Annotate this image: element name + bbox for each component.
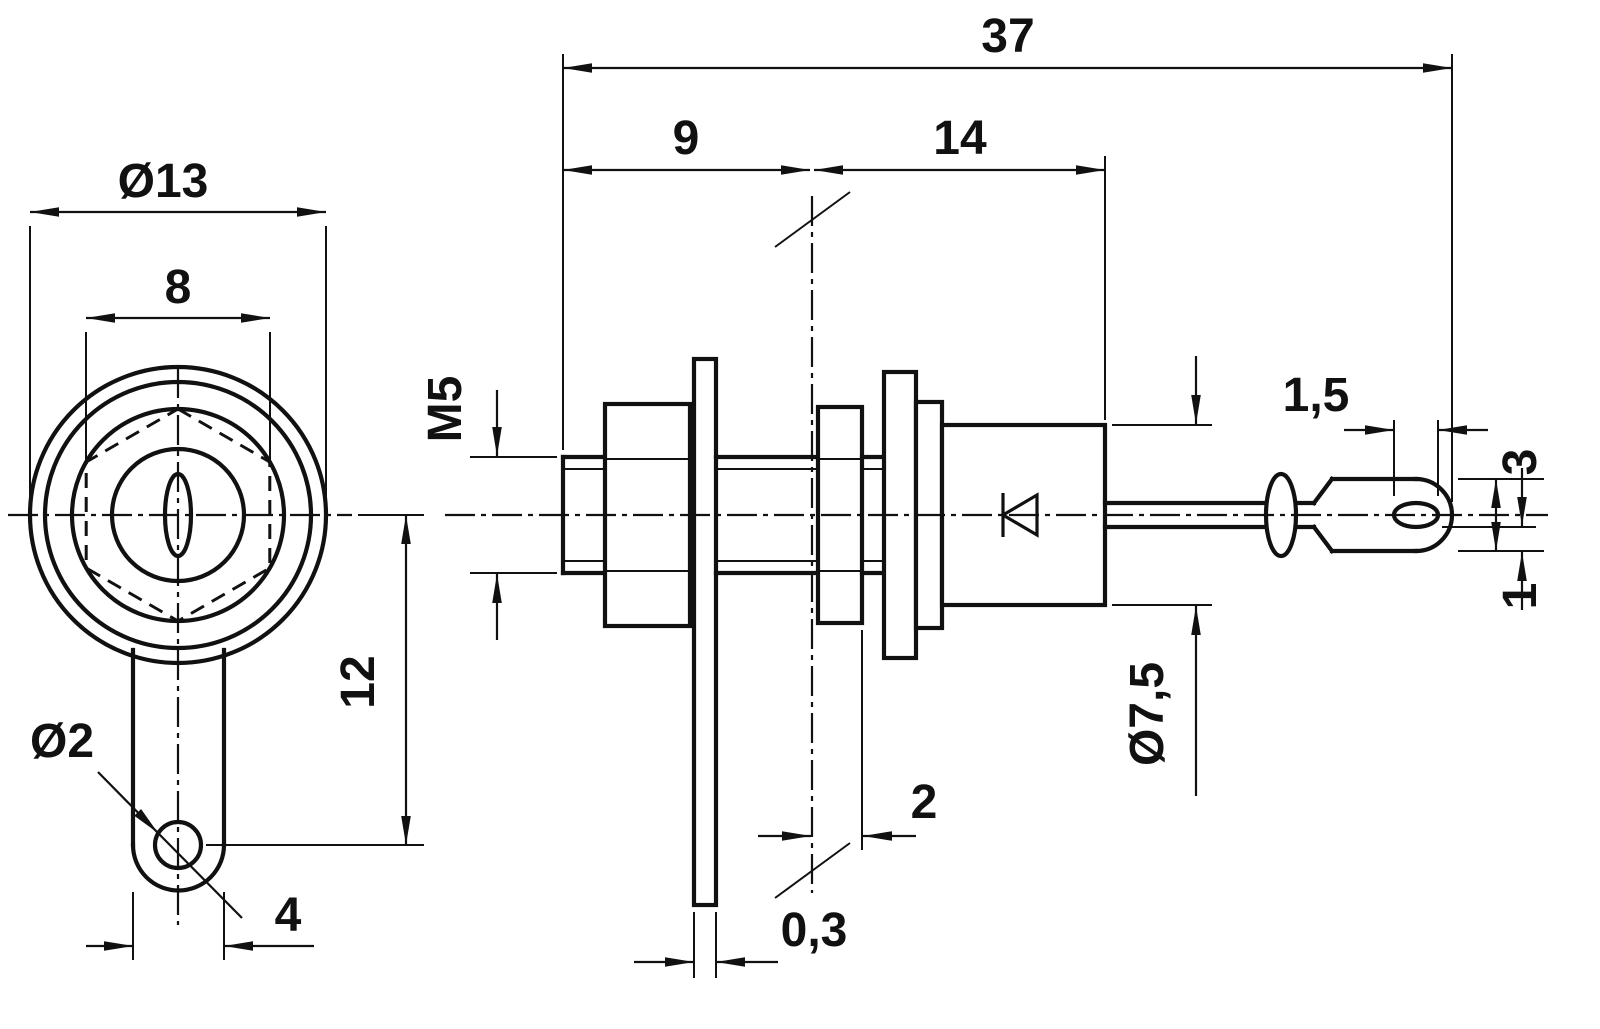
dim-label-terminal-width: 3: [1494, 449, 1547, 476]
dim-label-thread: M5: [419, 376, 472, 443]
solder-tag-plate: [691, 356, 719, 908]
thread-right: [859, 454, 887, 576]
dim-label-body-diameter: Ø7,5: [1121, 662, 1174, 766]
dimension-nut-offset: 2: [758, 630, 937, 850]
dimension-hole-diameter: Ø2: [30, 715, 243, 919]
dimension-hole-length: 1,5: [1283, 369, 1488, 496]
dim-label-lug-width: 4: [275, 889, 302, 942]
dimension-flange-diameter: Ø13: [29, 155, 327, 500]
dimension-lug-width: 4: [86, 889, 314, 960]
dim-label-lug-length: 12: [332, 655, 385, 708]
dim-label-tag-thickness: 0,3: [781, 904, 848, 957]
dim-label-hex-width: 8: [165, 261, 192, 314]
dimension-terminal-width: 3: [1458, 449, 1547, 552]
dimension-thread: M5: [419, 376, 557, 640]
dim-label-terminal-rim: 1: [1494, 583, 1547, 610]
dimension-front-length: 9: [563, 112, 810, 175]
side-view: 37 9 14 M5 Ø7,5: [419, 10, 1548, 978]
dimension-body-length: 14: [814, 112, 1106, 420]
dim-label-overall-length: 37: [981, 10, 1034, 63]
panel-break-bottom: [774, 842, 851, 899]
thread-middle: [713, 454, 821, 576]
dim-label-nut-offset: 2: [911, 776, 938, 829]
dim-label-hole-diameter: Ø2: [30, 715, 94, 768]
dim-label-body-length: 14: [933, 112, 987, 165]
panel-break-top: [774, 191, 851, 248]
dimension-terminal-rim: 1: [1442, 468, 1547, 610]
dimension-body-diameter: Ø7,5: [1112, 356, 1212, 796]
lead-wire: [1102, 500, 1269, 530]
panel-plane: [774, 191, 851, 899]
dimension-lug-length: 12: [206, 514, 424, 846]
dim-label-flange-diameter: Ø13: [118, 155, 209, 208]
dimension-tag-thickness: 0,3: [634, 904, 847, 978]
dimension-hex-width: 8: [85, 261, 271, 462]
front-view: Ø13 8 12 4 Ø2: [8, 155, 424, 960]
dim-label-front-length: 9: [673, 112, 700, 165]
dim-label-hole-length: 1,5: [1283, 369, 1350, 422]
